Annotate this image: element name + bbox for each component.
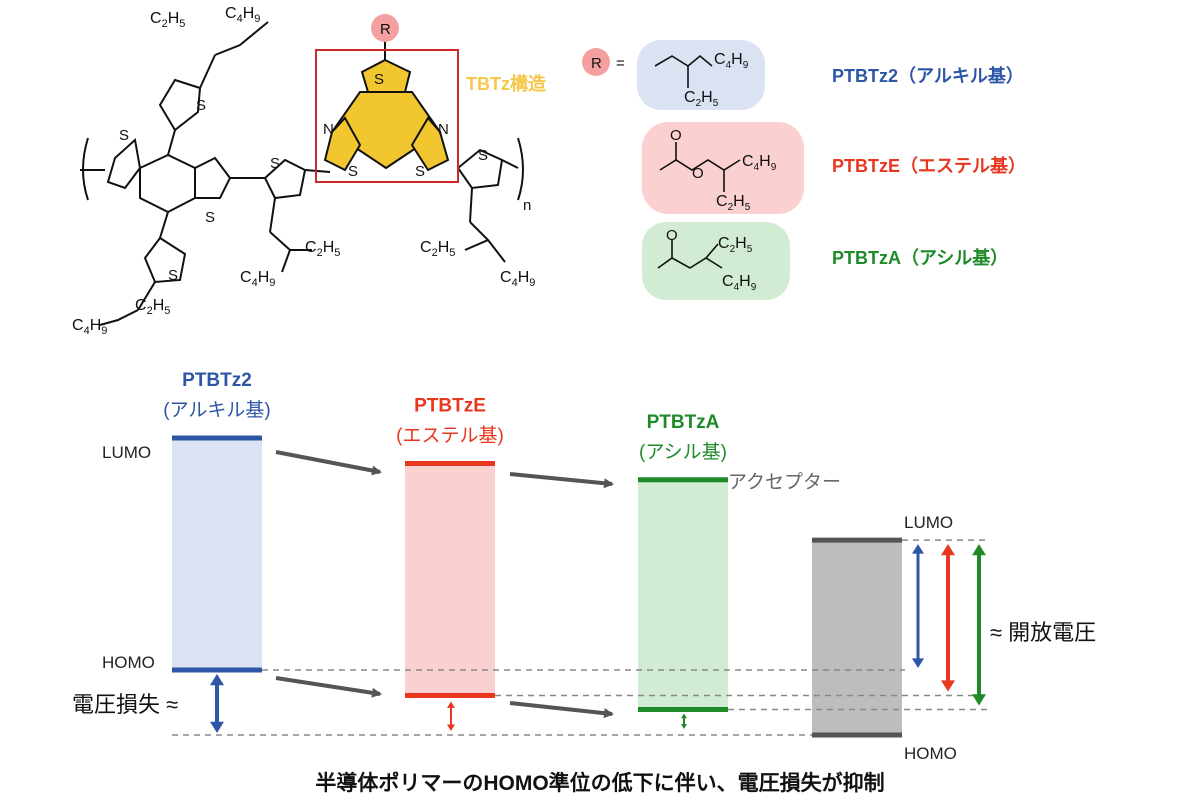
open-voltage-arrow-blue-head-bottom [912,658,924,668]
trend-arrow [275,676,382,698]
chain-label: C4H9 [714,51,749,71]
atom-o: O [692,165,704,182]
r-group-badge [371,14,399,42]
polymer-substituent: (アルキル基) [163,399,270,421]
atom-n: N [323,121,334,138]
atom-o: O [670,127,682,144]
trend-arrow [275,450,382,476]
atom-n: N [438,121,449,138]
homo-label: HOMO [102,653,155,672]
open-voltage-arrow-blue-head-top [912,544,924,554]
atom-s: S [415,163,425,180]
acceptor-label: アクセプター [728,471,841,493]
chain-label: C2H5 [305,239,340,259]
polymer-name: PTBTzE [414,396,486,417]
substituent-name-alkyl: PTBTz2（アルキル基） [832,65,1024,86]
substituent-legend: R = C4H9 C2H5 PTBTz2（アルキル基） O O C4H9 C2H… [582,40,1026,300]
polymer-substituent: (エステル基) [396,425,504,447]
voltage-loss-arrow-blue-head-top [210,674,224,686]
acceptor-lumo-label: LUMO [904,513,953,532]
trend-arrow [509,701,614,719]
substituent-name-acyl: PTBTzA（アシル基） [832,247,1008,268]
energy-gap-bar [405,463,495,696]
lumo-label: LUMO [102,443,151,462]
chain-label: C2H5 [718,235,753,255]
atom-s: S [168,267,178,284]
polymer-name: PTBTzA [647,412,720,433]
voltage-loss-label: 電圧損失 ≈ [72,692,178,717]
tbtz-label: TBTz構造 [466,73,546,94]
chain-label: C4H9 [72,317,107,337]
r-label: R [591,55,602,72]
chain-label: C4H9 [722,273,757,293]
atom-s: S [270,155,280,172]
polymer-substituent: (アシル基) [639,441,727,463]
substituent-name-ester: PTBTzE（エステル基） [832,155,1026,176]
r-label: R [380,21,391,38]
right-bracket [517,137,524,201]
voltage-loss-arrow-red-head-bottom [447,724,455,731]
repeat-n: n [523,197,531,214]
chain-label: C4H9 [225,5,260,25]
atom-s: S [348,163,358,180]
equals-sign: = [616,55,625,72]
voltage-loss-arrow-green-head-bottom [681,724,687,729]
atom-s: S [119,127,129,144]
atom-s: S [478,147,488,164]
ester-group-box [642,122,804,214]
energy-level-diagram: PTBTz2 (アルキル基) PTBTzE (エステル基) PTBTzA (アシル基)アク… [72,370,1096,795]
voltage-loss-arrow-green-head-top [681,713,687,719]
acceptor-gap-bar [812,540,902,735]
chain-label: C2H5 [135,297,170,317]
open-voltage-arrow-red-head-bottom [941,680,955,692]
energy-gap-bar [638,479,728,710]
polymer-name: PTBTz2 [182,370,252,391]
open-voltage-label: ≈ 開放電圧 [990,620,1096,645]
chain-label: C2H5 [716,193,751,213]
energy-gap-bar [172,438,262,670]
atom-s: S [374,71,384,88]
acyl-group-box [642,222,790,300]
chain-label: C2H5 [150,10,185,30]
acceptor-homo-label: HOMO [904,744,957,763]
bdt-core [99,21,519,326]
chain-label: C4H9 [500,269,535,289]
open-voltage-arrow-green-head-bottom [972,694,986,706]
voltage-loss-arrow-blue-head-bottom [210,721,224,733]
chain-label: C4H9 [742,153,777,173]
chain-label: C4H9 [240,269,275,289]
tbtz-core [323,38,450,172]
chain-label: C2H5 [684,89,719,109]
trend-arrow [509,472,614,489]
chain-label: C2H5 [420,239,455,259]
voltage-loss-arrow-red-head-top [447,701,455,708]
atom-s: S [205,209,215,226]
atom-s: S [196,97,206,114]
polymer-structure: n [72,5,546,337]
open-voltage-arrow-green-head-top [972,544,986,556]
open-voltage-arrow-red-head-top [941,544,955,556]
figure-caption: 半導体ポリマーのHOMO準位の低下に伴い、電圧損失が抑制 [315,771,884,795]
tbtz-highlight-box [315,49,459,183]
r-group-badge [582,48,610,76]
atom-o: O [666,227,678,244]
